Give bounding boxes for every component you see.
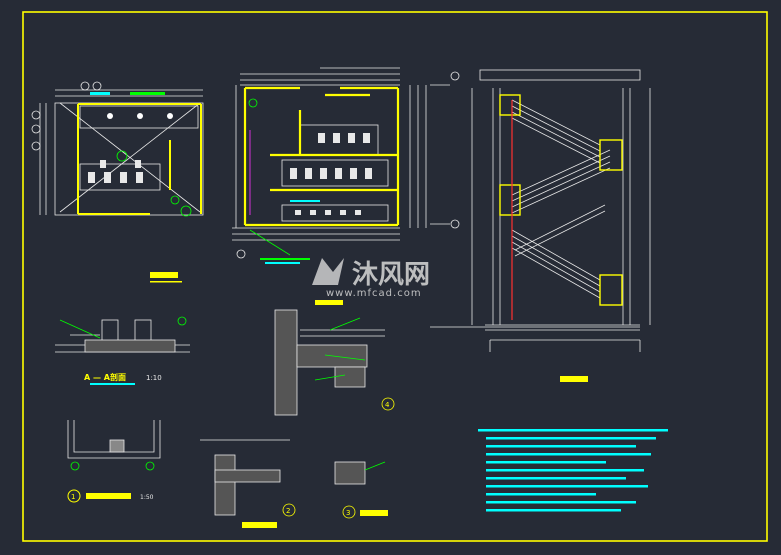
watermark-url: www.mfcad.com [326, 288, 422, 299]
svg-text:2: 2 [286, 507, 290, 515]
sheet-frame [22, 11, 768, 542]
section-a-subnote [90, 383, 135, 385]
detail-2-title-bar [242, 522, 277, 528]
svg-text:3: 3 [346, 509, 350, 517]
toilet-plan-small [39, 89, 204, 216]
svg-text:1: 1 [71, 493, 75, 501]
svg-text:4: 4 [385, 401, 390, 409]
detail-1-callout: 1 1:50 [67, 489, 154, 503]
plan1-annotations [90, 92, 182, 283]
detail-4-section [274, 309, 395, 416]
plan2-annotations [260, 200, 320, 264]
detail-3-section [334, 461, 386, 519]
stair-elevation [430, 69, 651, 352]
section-a-label: A — A剖面 [84, 372, 126, 382]
detail-1-section [67, 420, 161, 471]
watermark: 沐风网 www.mfcad.com [312, 258, 430, 299]
mf-logo-icon [312, 258, 344, 285]
grid-bubbles-plan1 [31, 81, 192, 217]
detail-1-scale: 1:50 [140, 494, 154, 501]
stair-title-bar [560, 376, 588, 382]
toilet-plan-main [232, 67, 460, 259]
detail-4-title-bar [315, 300, 343, 305]
section-a-scale: 1:10 [146, 374, 162, 382]
detail-3-title-bar [360, 510, 388, 516]
section-a-a-detail [55, 316, 190, 353]
general-notes [478, 429, 668, 512]
detail-2-section [200, 439, 296, 517]
watermark-brand: 沐风网 [352, 260, 430, 290]
